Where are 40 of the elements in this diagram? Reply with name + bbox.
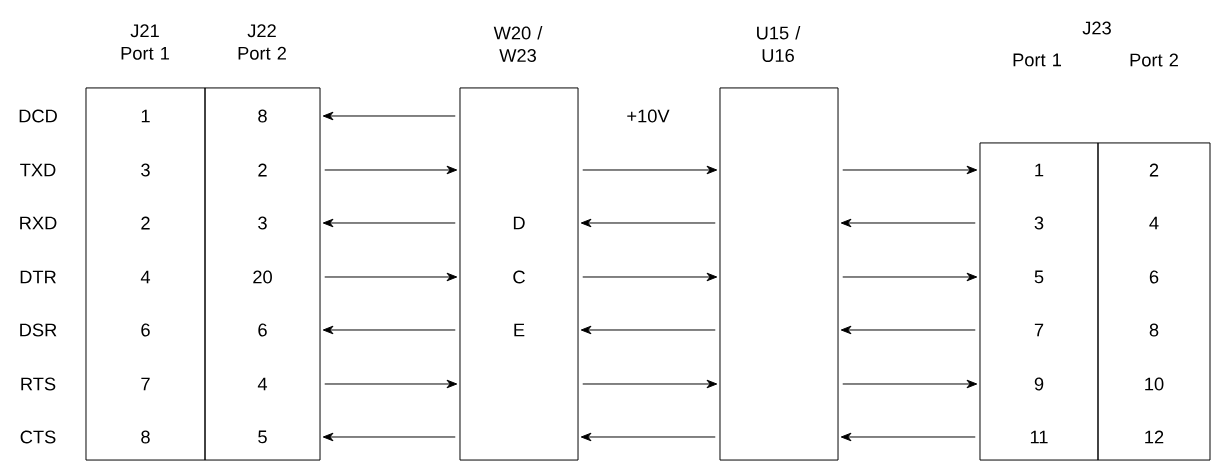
arrow [582,272,718,282]
arrow [840,218,976,228]
node-label: Port 2 [1130,53,1178,67]
connector-column: Port 1 1 3 5 7 9 11 [979,53,1099,461]
signal-name: DTR [20,270,56,284]
arrow [840,432,976,442]
arrow [582,165,718,175]
arrow [324,165,458,175]
arrow [324,379,458,389]
arrow [580,325,716,335]
signal-name: TXD [20,163,56,177]
arrow [324,272,458,282]
voltage-label: +10V [627,109,670,123]
connector-column: W20 / W23 D C E [459,26,579,461]
signal-name: RTS [21,377,56,391]
arrow [322,111,456,121]
connector-label: J23 [1082,21,1111,35]
signal-name: DSR [20,323,57,337]
arrow [322,432,456,442]
arrow [840,325,976,335]
node-label: Port 1 [1013,53,1061,67]
node-label: U15 / U16 [757,26,801,62]
signal-name: DCD [19,109,57,123]
arrow [580,432,716,442]
connector-column: J22 Port 2 8 2 3 20 6 4 5 [204,24,321,461]
signal-name: CTS [20,430,56,444]
arrow [322,325,456,335]
node-label: W20 / W23 [493,26,543,62]
connector-column: U15 / U16 [719,26,839,461]
connector-column: J21 Port 1 1 3 2 4 6 7 8 [85,24,206,461]
signal-name: RXD [20,216,57,230]
arrow [842,272,978,282]
arrow [580,218,716,228]
arrow [582,379,718,389]
arrow [842,379,978,389]
arrow [322,218,456,228]
node-label: J21 Port 1 [121,24,170,60]
connector-column: Port 2 2 4 6 8 10 12 [1097,53,1211,461]
arrow [842,165,978,175]
node-label: J22 Port 2 [238,24,286,60]
